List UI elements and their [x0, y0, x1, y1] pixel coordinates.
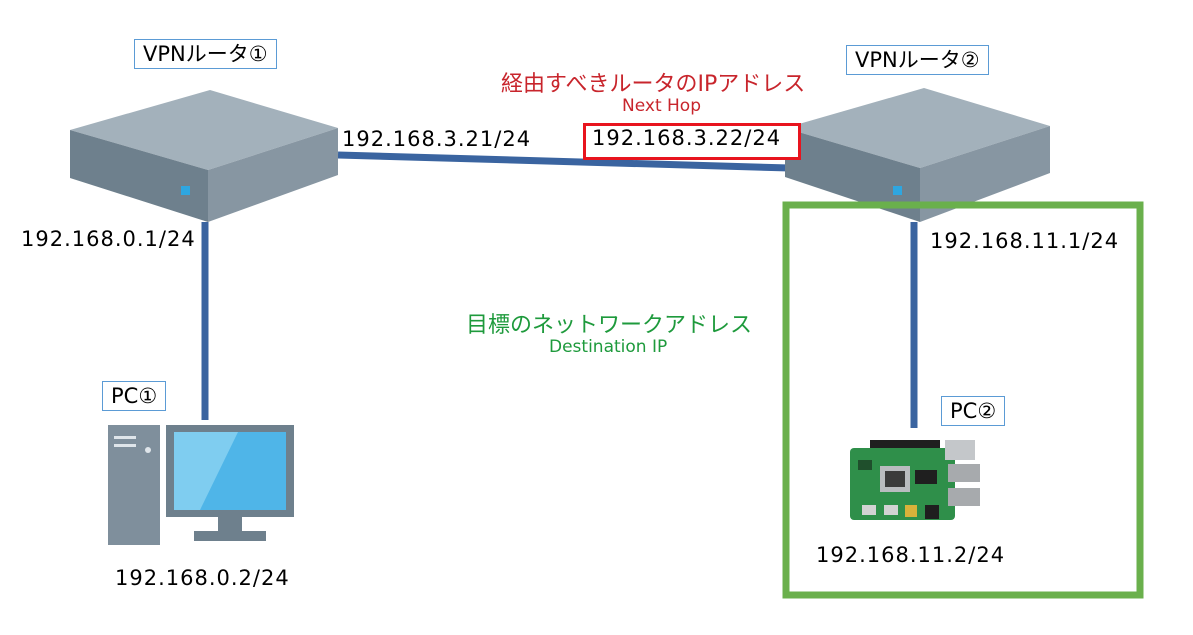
raspberry-pi-icon	[850, 440, 980, 520]
next-hop-subtitle: Next Hop	[622, 96, 701, 116]
pc2-label: PC②	[941, 396, 1006, 426]
destination-network-box	[782, 201, 1144, 599]
router1-icon	[70, 90, 338, 222]
pc1-label: PC①	[102, 381, 167, 411]
pc1-ip: 192.168.0.2/24	[115, 566, 290, 590]
router2-lan-ip: 192.168.11.1/24	[930, 229, 1120, 253]
router1-label: VPNルータ①	[134, 39, 277, 69]
router2-wan-ip: 192.168.3.22/24	[592, 126, 782, 150]
router1-wan-ip: 192.168.3.21/24	[342, 127, 532, 151]
next-hop-title: 経由すべきルータのIPアドレス	[501, 72, 806, 97]
next-hop-highlight	[583, 123, 801, 160]
router2-icon	[785, 88, 1050, 222]
destination-subtitle: Destination IP	[549, 337, 668, 357]
destination-title: 目標のネットワークアドレス	[466, 313, 753, 338]
desktop-pc-icon	[108, 425, 294, 545]
link-router1-router2	[337, 151, 791, 172]
router2-label: VPNルータ②	[846, 45, 989, 75]
pc2-ip: 192.168.11.2/24	[816, 543, 1006, 567]
router1-lan-ip: 192.168.0.1/24	[21, 227, 196, 251]
